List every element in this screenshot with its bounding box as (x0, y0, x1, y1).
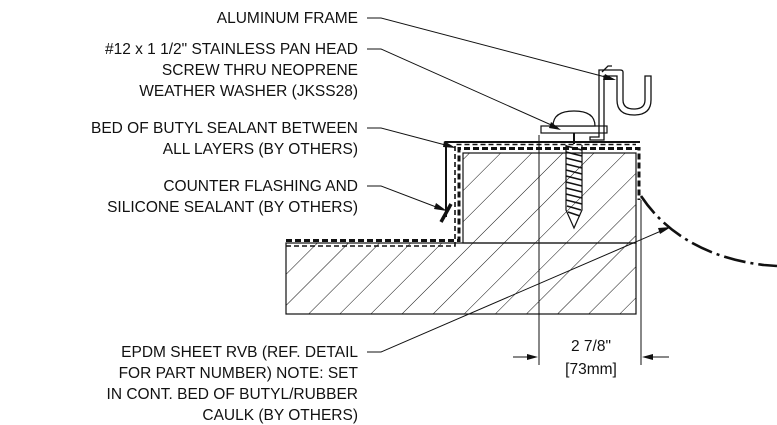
label-counter-flashing-line-2: SILICONE SEALANT (BY OTHERS) (107, 199, 358, 216)
label-butyl-bed-line-2: ALL LAYERS (BY OTHERS) (163, 141, 358, 158)
curb-structure (285, 152, 637, 315)
arrowhead-epdm-sheet (658, 227, 671, 234)
leader-aluminum-frame (367, 17, 614, 80)
sealant-bead (439, 203, 453, 223)
leader-screw (367, 48, 559, 129)
label-epdm-line-4: CAULK (BY OTHERS) (202, 407, 358, 424)
epdm-drape-curve (639, 195, 777, 268)
label-epdm-line-3: IN CONT. BED OF BUTYL/RUBBER (107, 386, 358, 403)
leader-lines (367, 17, 669, 353)
dimension-labels: 2 7/8" [73mm] (565, 338, 617, 378)
screw-head (552, 110, 596, 127)
leader-epdm-sheet (367, 227, 669, 353)
frame-lip (601, 65, 612, 73)
screw-body (565, 145, 583, 230)
arrowhead-counter-flashing (434, 203, 447, 211)
dimension-2-7-8 (513, 135, 669, 365)
deck-hatch (285, 242, 637, 315)
membrane-layers (286, 141, 777, 268)
label-screw-line-3: WEATHER WASHER (JKSS28) (139, 83, 358, 100)
screw-threads (565, 145, 583, 217)
aluminum-frame-profile (589, 65, 652, 141)
curb-hatch (462, 152, 637, 244)
leader-butyl-bed (367, 127, 454, 148)
frame-outline-outer (589, 69, 652, 141)
arrowhead-screw (549, 122, 561, 130)
label-counter-flashing-line-1: COUNTER FLASHING AND (163, 178, 358, 195)
leader-counter-flashing (367, 185, 445, 211)
pan-head-screw (540, 110, 608, 230)
label-epdm-line-2: FOR PART NUMBER) NOTE: SET (119, 365, 359, 382)
callout-labels: ALUMINUM FRAME #12 x 1 1/2" STAINLESS PA… (91, 10, 359, 424)
label-screw-line-1: #12 x 1 1/2" STAINLESS PAN HEAD (105, 41, 358, 58)
dimension-imperial: 2 7/8" (571, 338, 611, 355)
dimension-arrow-right (642, 354, 653, 360)
butyl-bed-dashed (286, 143, 636, 247)
epdm-sheet-dashed (286, 147, 641, 242)
label-aluminum-frame: ALUMINUM FRAME (217, 10, 358, 27)
leader-arrowheads (434, 74, 671, 234)
label-butyl-bed-line-1: BED OF BUTYL SEALANT BETWEEN (91, 120, 358, 137)
counter-flashing-solid (445, 141, 640, 217)
label-screw-line-2: SCREW THRU NEOPRENE (162, 62, 358, 79)
dimension-arrow-left (527, 354, 538, 360)
arrowhead-aluminum-frame (603, 74, 616, 80)
arrowhead-butyl-bed (443, 141, 456, 148)
label-epdm-line-1: EPDM SHEET RVB (REF. DETAIL (121, 344, 358, 361)
dimension-metric: [73mm] (565, 361, 617, 378)
